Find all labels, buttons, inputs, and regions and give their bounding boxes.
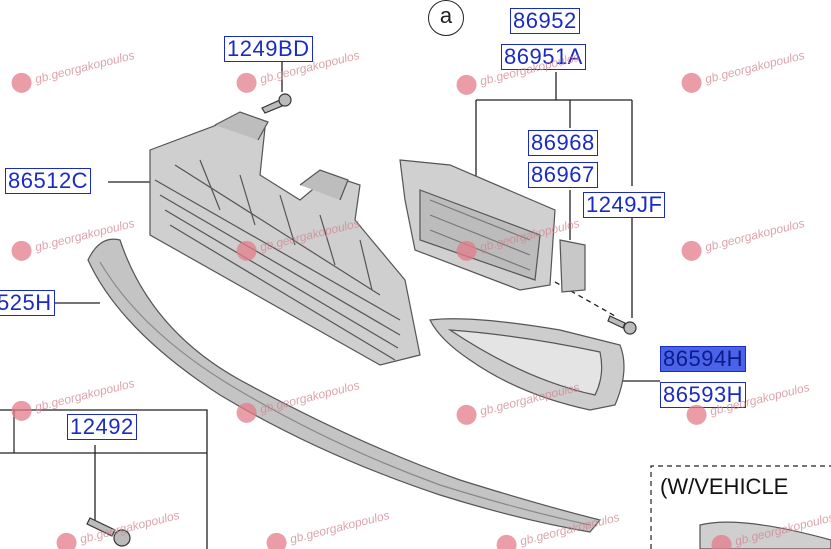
callout-1249BD[interactable]: 1249BD	[224, 36, 313, 62]
callout-12492[interactable]: 12492	[67, 414, 137, 440]
screw-1249BD	[261, 93, 292, 114]
callout-86951A[interactable]: 86951A	[501, 44, 586, 70]
callout-525H[interactable]: 525H	[0, 290, 55, 316]
radiator-grille	[149, 111, 421, 366]
sensor-bracket	[399, 159, 586, 293]
callout-86512C[interactable]: 86512C	[5, 168, 92, 194]
callout-86968[interactable]: 86968	[528, 130, 598, 156]
callout-86594H[interactable]: 86594H	[660, 346, 747, 372]
fog-lamp-cover	[429, 318, 625, 411]
callout-1249JF[interactable]: 1249JF	[583, 192, 666, 218]
leader-lines	[55, 60, 660, 520]
callout-86593H[interactable]: 86593H	[660, 382, 747, 408]
view-marker-a: a	[428, 0, 464, 36]
vehicle-option-label: (W/VEHICLE	[660, 474, 789, 499]
callout-86952[interactable]: 86952	[510, 8, 580, 34]
vehicle-option-part	[699, 521, 831, 549]
callout-86967[interactable]: 86967	[528, 162, 598, 188]
screw-1249JF	[607, 315, 637, 335]
vehicle-option-box	[650, 465, 831, 549]
screw-12492	[86, 517, 131, 547]
